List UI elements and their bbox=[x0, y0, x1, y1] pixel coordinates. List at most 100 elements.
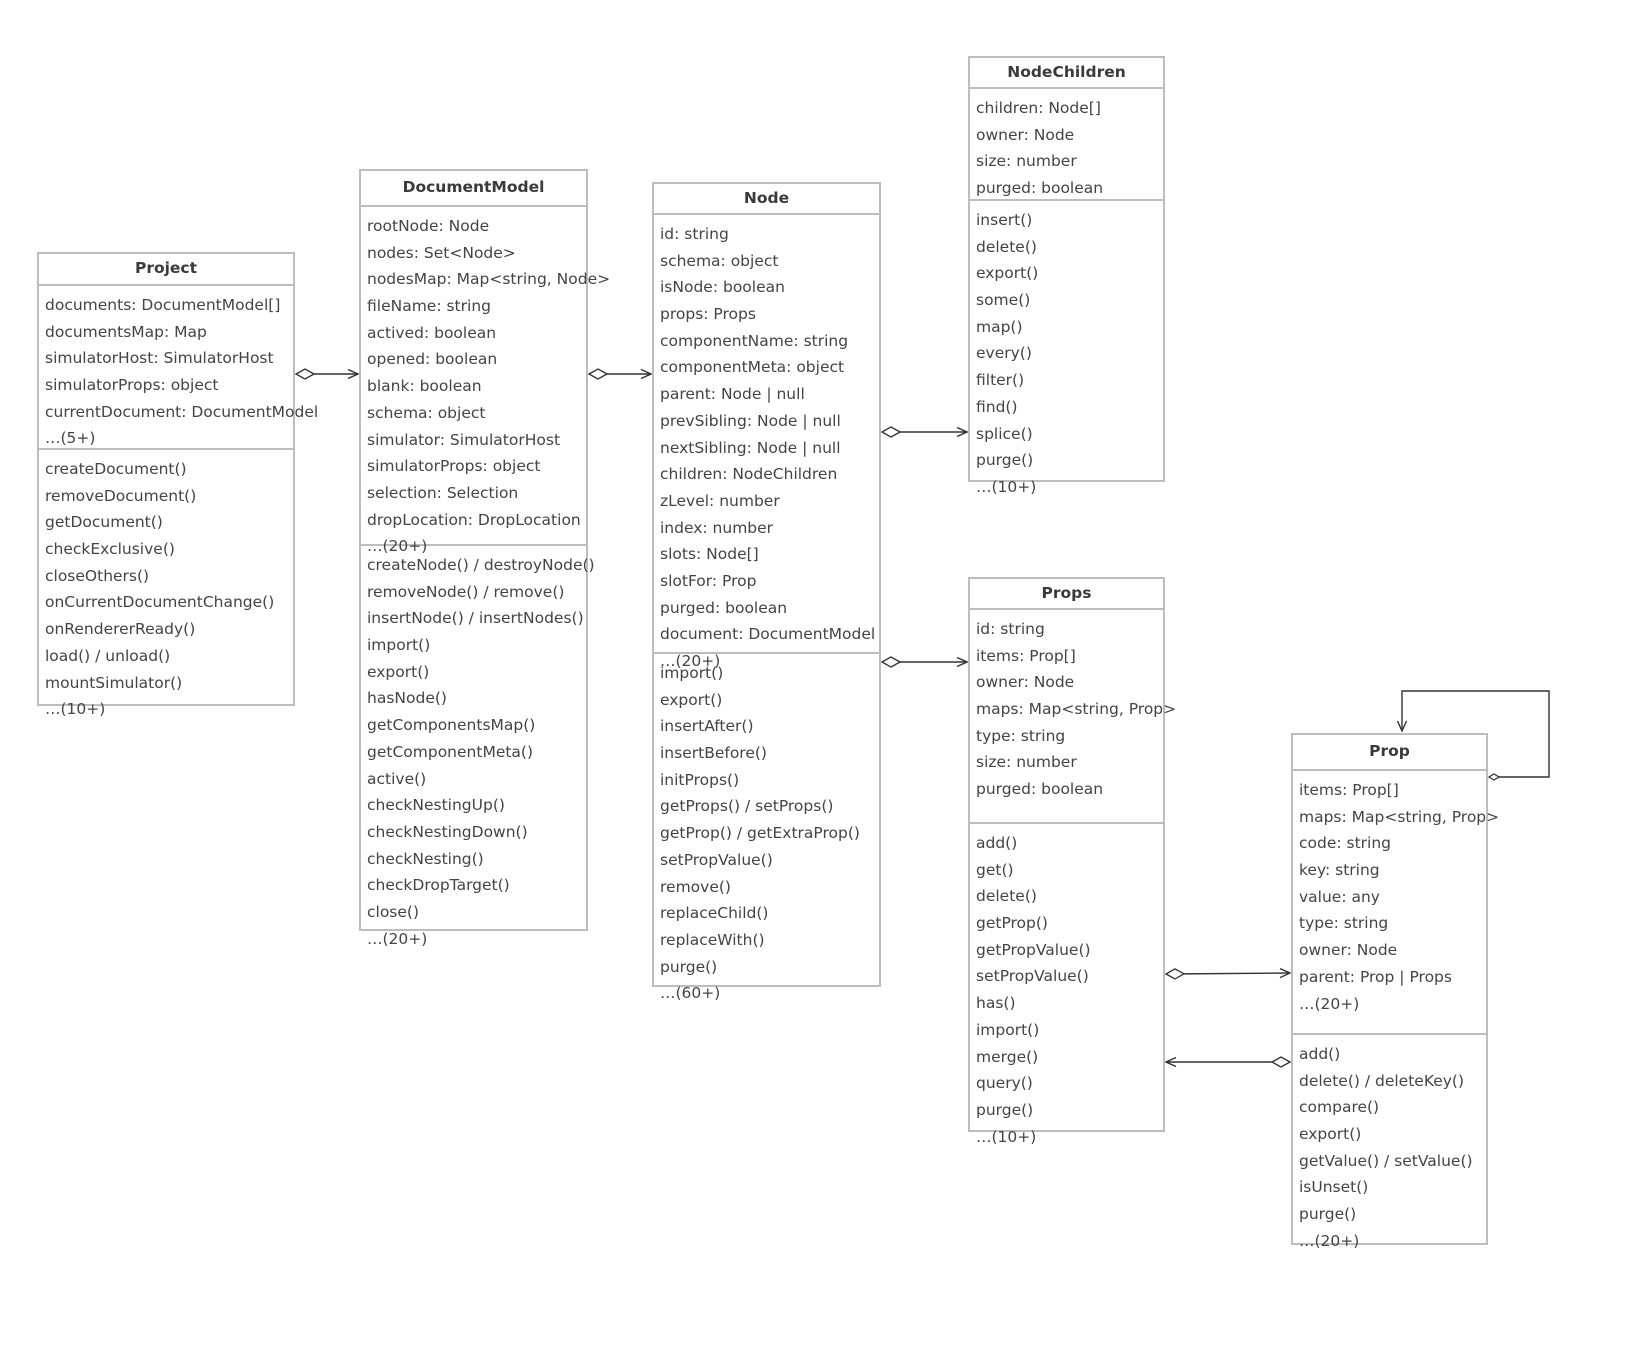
attribute: schema: object bbox=[660, 251, 779, 270]
attribute: children: Node[] bbox=[976, 99, 1101, 117]
class-node[interactable]: Node id: string schema: object isNode: b… bbox=[652, 182, 881, 1002]
method: setPropValue() bbox=[976, 967, 1089, 986]
attribute: componentName: string bbox=[660, 331, 849, 350]
method: mountSimulator() bbox=[45, 673, 183, 692]
method: hasNode() bbox=[367, 689, 447, 708]
method: initProps() bbox=[660, 770, 740, 789]
method: delete() / deleteKey() bbox=[1299, 1071, 1465, 1090]
attribute: items: Prop[] bbox=[976, 646, 1076, 665]
method: createNode() / destroyNode() bbox=[367, 556, 595, 574]
attribute: type: string bbox=[976, 726, 1066, 745]
class-title: NodeChildren bbox=[970, 58, 1163, 89]
method-list: add() delete() / deleteKey() compare() e… bbox=[1293, 1033, 1486, 1255]
attribute: purged: boolean bbox=[976, 179, 1104, 198]
attribute: slots: Node[] bbox=[660, 545, 759, 564]
method: removeNode() / remove() bbox=[367, 582, 565, 601]
attribute: …(20+) bbox=[660, 652, 721, 670]
method: getComponentsMap() bbox=[367, 716, 536, 735]
method: delete() bbox=[976, 237, 1037, 256]
attribute: size: number bbox=[976, 753, 1077, 772]
method: merge() bbox=[976, 1047, 1039, 1066]
method: onRendererReady() bbox=[45, 620, 196, 639]
method: some() bbox=[976, 291, 1031, 310]
method: compare() bbox=[1299, 1098, 1380, 1117]
attribute: items: Prop[] bbox=[1299, 781, 1399, 799]
method: createDocument() bbox=[45, 460, 187, 478]
method: isUnset() bbox=[1299, 1178, 1369, 1197]
attribute: opened: boolean bbox=[367, 350, 498, 369]
method: active() bbox=[367, 769, 427, 788]
method-list: createNode() / destroyNode() removeNode(… bbox=[361, 544, 595, 952]
class-nodechildren[interactable]: NodeChildren children: Node[] owner: Nod… bbox=[968, 56, 1165, 496]
attribute: code: string bbox=[1299, 834, 1392, 853]
method: getProp() bbox=[976, 914, 1048, 933]
attribute: selection: Selection bbox=[367, 483, 519, 502]
method: export() bbox=[367, 662, 430, 681]
method: find() bbox=[976, 397, 1018, 416]
method: delete() bbox=[976, 887, 1037, 906]
attribute: documentsMap: Map bbox=[45, 322, 207, 341]
attribute: simulator: SimulatorHost bbox=[367, 430, 561, 449]
attribute: nodesMap: Map<string, Node> bbox=[367, 270, 611, 289]
method: insert() bbox=[976, 211, 1033, 229]
attribute: zLevel: number bbox=[660, 491, 780, 510]
attribute-list: documents: DocumentModel[] documentsMap:… bbox=[39, 286, 318, 448]
attribute: owner: Node bbox=[976, 673, 1075, 692]
attribute: owner: Node bbox=[976, 125, 1075, 144]
attribute: slotFor: Prop bbox=[660, 571, 757, 590]
method: replaceWith() bbox=[660, 930, 765, 949]
method: remove() bbox=[660, 877, 731, 896]
relation-prop-self bbox=[1402, 690, 1550, 777]
attribute: dropLocation: DropLocation bbox=[367, 510, 581, 529]
method: purge() bbox=[976, 1100, 1034, 1119]
method: removeDocument() bbox=[45, 486, 197, 505]
attribute: id: string bbox=[976, 620, 1045, 638]
method: export() bbox=[976, 264, 1039, 283]
method: add() bbox=[976, 834, 1018, 852]
attribute: …(5+) bbox=[45, 429, 96, 448]
method: checkDropTarget() bbox=[367, 876, 510, 895]
method: getValue() / setValue() bbox=[1299, 1151, 1473, 1170]
method: import() bbox=[976, 1020, 1040, 1039]
attribute-list: id: string schema: object isNode: boolea… bbox=[654, 215, 879, 670]
class-documentmodel[interactable]: DocumentModel rootNode: Node nodes: Set<… bbox=[359, 169, 611, 948]
class-prop[interactable]: Prop items: Prop[] maps: Map<string, Pro… bbox=[1291, 733, 1499, 1250]
attribute: children: NodeChildren bbox=[660, 465, 838, 484]
method: …(20+) bbox=[1299, 1231, 1360, 1250]
attribute: schema: object bbox=[367, 403, 486, 422]
method: …(20+) bbox=[367, 929, 428, 948]
attribute: componentMeta: object bbox=[660, 358, 845, 377]
class-title: Props bbox=[970, 579, 1163, 610]
attribute: parent: Node | null bbox=[660, 385, 805, 404]
method-list: createDocument() removeDocument() getDoc… bbox=[39, 448, 293, 723]
method: getProps() / setProps() bbox=[660, 797, 834, 816]
method: filter() bbox=[976, 371, 1025, 390]
method: add() bbox=[1299, 1045, 1341, 1063]
method: getProp() / getExtraProp() bbox=[660, 824, 860, 843]
method: getComponentMeta() bbox=[367, 742, 534, 761]
class-props[interactable]: Props id: string items: Prop[] owner: No… bbox=[968, 577, 1176, 1146]
method-list: import() export() insertAfter() insertBe… bbox=[654, 652, 879, 1007]
method: map() bbox=[976, 317, 1023, 336]
attribute: prevSibling: Node | null bbox=[660, 411, 841, 430]
method: insertBefore() bbox=[660, 744, 767, 763]
method: …(10+) bbox=[976, 477, 1037, 496]
attribute: props: Props bbox=[660, 305, 756, 324]
attribute: simulatorProps: object bbox=[45, 376, 219, 395]
method-list: insert() delete() export() some() map() … bbox=[970, 199, 1163, 501]
method: export() bbox=[1299, 1125, 1362, 1144]
method: …(10+) bbox=[976, 1127, 1037, 1146]
method: purge() bbox=[976, 451, 1034, 470]
attribute-list: rootNode: Node nodes: Set<Node> nodesMap… bbox=[361, 207, 611, 555]
method: insertNode() / insertNodes() bbox=[367, 609, 584, 628]
class-project[interactable]: Project documents: DocumentModel[] docum… bbox=[37, 252, 318, 718]
attribute: type: string bbox=[1299, 914, 1389, 933]
method: splice() bbox=[976, 424, 1033, 443]
method: purge() bbox=[1299, 1205, 1357, 1224]
method: checkNestingUp() bbox=[367, 796, 505, 815]
method: purge() bbox=[660, 957, 718, 976]
method: insertAfter() bbox=[660, 717, 754, 736]
method: getDocument() bbox=[45, 513, 163, 532]
attribute: size: number bbox=[976, 152, 1077, 171]
